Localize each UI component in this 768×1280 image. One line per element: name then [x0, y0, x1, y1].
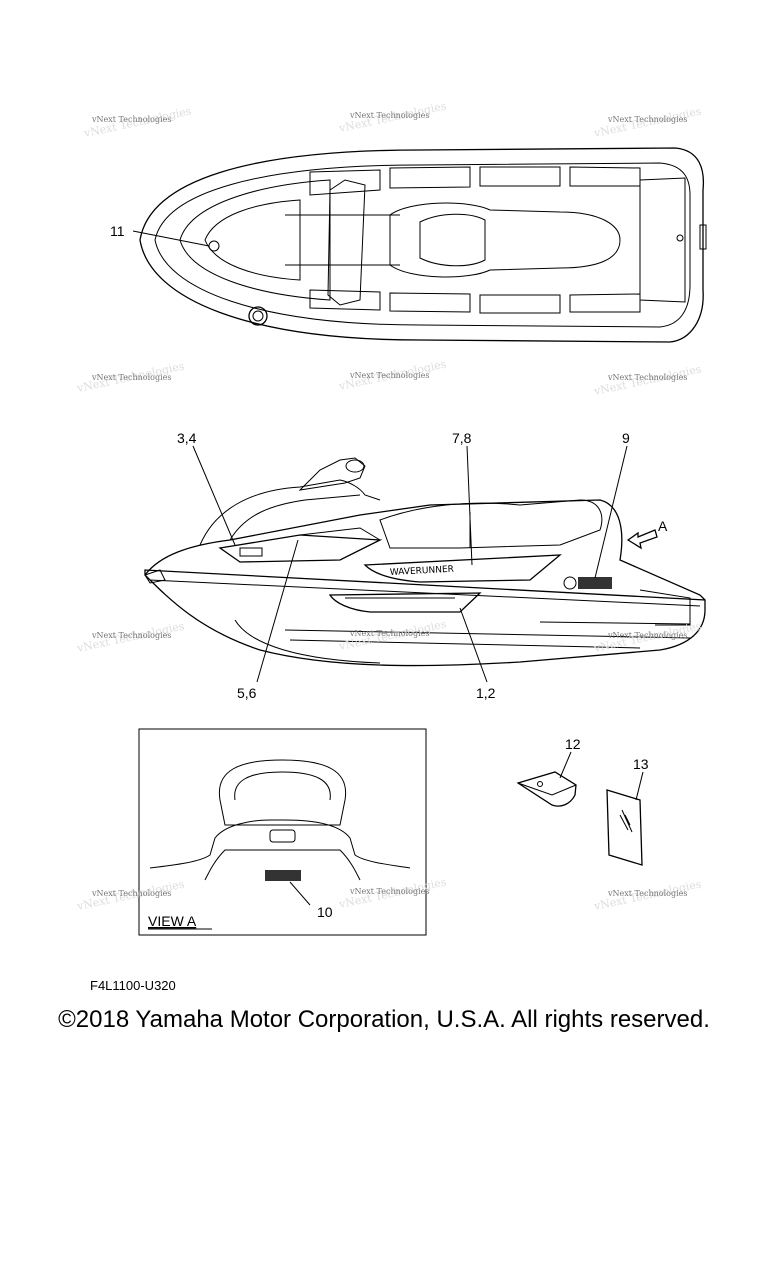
svg-text:VIEW A: VIEW A: [148, 913, 197, 929]
svg-text:1,2: 1,2: [476, 685, 496, 701]
svg-text:A: A: [658, 518, 668, 534]
copyright-notice: ©2018 Yamaha Motor Corporation, U.S.A. A…: [58, 1006, 710, 1033]
side-view-watercraft: WAVERUNNER: [144, 457, 706, 667]
svg-text:vNext Technologies: vNext Technologies: [349, 629, 429, 638]
svg-text:vNext Technologies: vNext Technologies: [91, 115, 171, 124]
svg-text:12: 12: [565, 736, 581, 752]
svg-text:13: 13: [633, 756, 649, 772]
svg-text:vNext Technologies: vNext Technologies: [607, 631, 687, 640]
svg-text:WAVERUNNER: WAVERUNNER: [390, 565, 455, 578]
svg-text:3,4: 3,4: [177, 430, 197, 446]
callout-7-8: 7,8: [452, 430, 473, 566]
svg-text:vNext Technologies: vNext Technologies: [91, 631, 171, 640]
part-13-manual: 13: [606, 756, 649, 866]
svg-text:7,8: 7,8: [452, 430, 472, 446]
diagram-code: F4L1100-U320: [90, 978, 176, 993]
callout-5-6: 5,6: [237, 539, 299, 701]
svg-text:10: 10: [317, 904, 333, 920]
view-a-panel: 10 VIEW A: [138, 728, 427, 936]
svg-text:vNext Technologies: vNext Technologies: [349, 111, 429, 120]
svg-text:5,6: 5,6: [237, 685, 257, 701]
callout-9: 9: [594, 430, 630, 579]
svg-text:vNext Technologies: vNext Technologies: [91, 373, 171, 382]
svg-text:vNext Technologies: vNext Technologies: [607, 889, 687, 898]
svg-text:vNext Technologies: vNext Technologies: [607, 373, 687, 382]
top-view-watercraft: [139, 147, 707, 343]
svg-text:vNext Technologies: vNext Technologies: [607, 115, 687, 124]
svg-text:11: 11: [110, 223, 125, 239]
callout-1-2: 1,2: [459, 607, 496, 701]
svg-text:9: 9: [622, 430, 630, 446]
parts-diagram: 11 WAVERUNNER: [75, 99, 707, 936]
part-12-bag: 12: [516, 736, 581, 807]
svg-text:vNext Technologies: vNext Technologies: [349, 887, 429, 896]
callout-11: 11: [110, 223, 210, 247]
callout-3-4: 3,4: [177, 430, 236, 546]
svg-text:vNext Technologies: vNext Technologies: [349, 371, 429, 380]
svg-text:vNext Technologies: vNext Technologies: [91, 889, 171, 898]
callout-a: A: [658, 518, 668, 534]
